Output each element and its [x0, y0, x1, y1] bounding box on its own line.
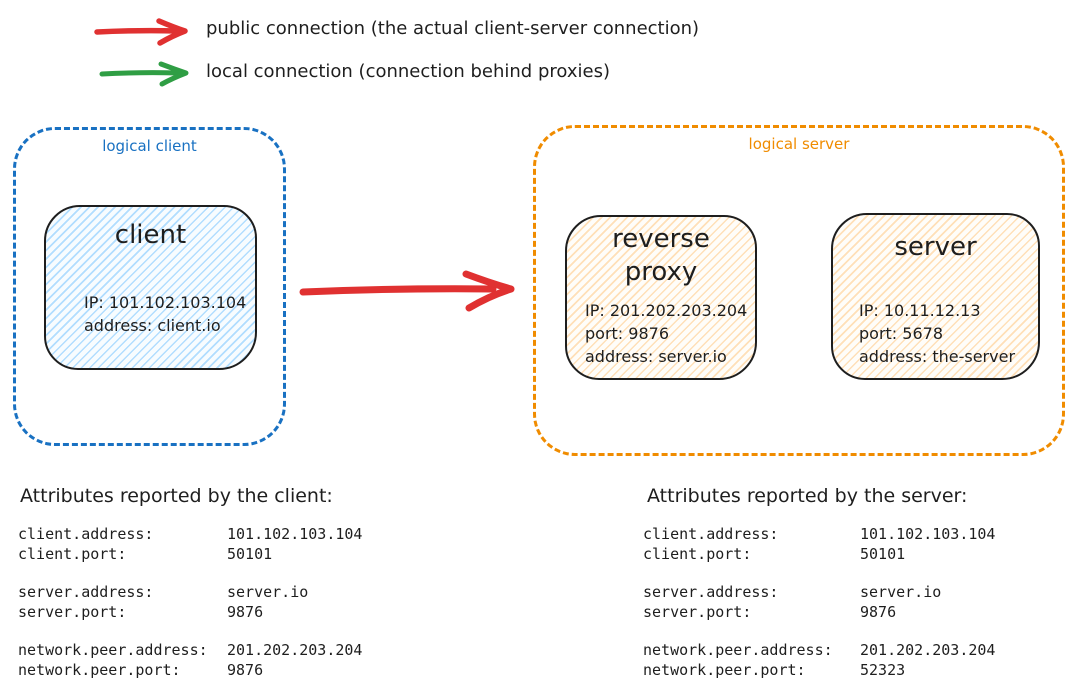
reverse-proxy-node: reverse proxy IP: 201.202.203.204 port: … — [565, 215, 757, 380]
attr-value: 201.202.203.204 — [860, 641, 996, 659]
server-attributes-heading: Attributes reported by the server: — [647, 485, 968, 507]
proxy-address: address: server.io — [585, 347, 727, 366]
reverse-proxy-node-details: IP: 201.202.203.204 port: 9876 address: … — [585, 299, 747, 368]
attr-value: 9876 — [227, 603, 264, 621]
logical-client-label: logical client — [102, 137, 197, 155]
attr-value: 50101 — [860, 545, 906, 563]
client-address: address: client.io — [84, 316, 221, 335]
server-node-title: server — [894, 232, 977, 262]
client-attr-group-client: client.address: 101.102.103.104 client.po… — [18, 524, 362, 564]
attr-row: network.peer.address: 201.202.203.204 — [18, 640, 362, 660]
attr-row: network.peer.port: 52323 — [643, 660, 995, 680]
attr-value: 52323 — [860, 661, 906, 679]
attr-key: network.peer.address: — [643, 641, 833, 659]
attr-row: server.address: server.io — [18, 582, 362, 602]
attr-value: 101.102.103.104 — [227, 525, 363, 543]
attr-key: network.peer.port: — [18, 661, 181, 679]
attr-row: client.address: 101.102.103.104 — [643, 524, 995, 544]
attr-row: network.peer.port: 9876 — [18, 660, 362, 680]
server-attributes-list: client.address: 101.102.103.104 client.po… — [643, 524, 995, 691]
server-attr-group-client: client.address: 101.102.103.104 client.po… — [643, 524, 995, 564]
local-arrow-icon — [99, 61, 189, 87]
server-port: port: 5678 — [859, 324, 943, 343]
attr-key: client.port: — [643, 545, 752, 563]
attr-row: server.port: 9876 — [643, 602, 995, 622]
attr-key: client.address: — [18, 525, 154, 543]
attr-key: client.port: — [18, 545, 127, 563]
attr-key: server.port: — [18, 603, 127, 621]
attr-value: server.io — [860, 583, 942, 601]
attr-row: server.port: 9876 — [18, 602, 362, 622]
attr-value: server.io — [227, 583, 309, 601]
attr-row: network.peer.address: 201.202.203.204 — [643, 640, 995, 660]
proxy-port: port: 9876 — [585, 324, 669, 343]
attr-row: server.address: server.io — [643, 582, 995, 602]
attr-key: network.peer.port: — [643, 661, 806, 679]
attr-value: 201.202.203.204 — [227, 641, 363, 659]
server-ip: IP: 10.11.12.13 — [859, 301, 981, 320]
attr-row: client.port: 50101 — [18, 544, 362, 564]
server-node: server IP: 10.11.12.13 port: 5678 addres… — [831, 213, 1040, 380]
attr-row: client.address: 101.102.103.104 — [18, 524, 362, 544]
logical-client-box: logical client client IP: 101.102.103.10… — [13, 127, 286, 446]
client-attributes-list: client.address: 101.102.103.104 client.po… — [18, 524, 362, 691]
client-attr-group-network-peer: network.peer.address: 201.202.203.204 net… — [18, 640, 362, 680]
attr-value: 9876 — [860, 603, 897, 621]
client-node-details: IP: 101.102.103.104 address: client.io — [84, 291, 246, 337]
reverse-proxy-node-title: reverse proxy — [612, 224, 710, 287]
attr-key: server.port: — [643, 603, 752, 621]
local-connection-label: local connection (connection behind prox… — [206, 61, 610, 82]
public-arrow-icon — [94, 18, 188, 46]
attr-value: 101.102.103.104 — [860, 525, 996, 543]
attr-key: client.address: — [643, 525, 779, 543]
server-attr-group-network-peer: network.peer.address: 201.202.203.204 net… — [643, 640, 995, 680]
client-attributes-heading: Attributes reported by the client: — [20, 485, 333, 507]
server-address: address: the-server — [859, 347, 1016, 366]
client-node-title: client — [114, 220, 187, 250]
attr-value: 50101 — [227, 545, 273, 563]
server-attr-group-server: server.address: server.io server.port: 987… — [643, 582, 995, 622]
attr-key: server.address: — [643, 583, 779, 601]
client-node: client IP: 101.102.103.104 address: clie… — [44, 205, 257, 370]
attr-key: server.address: — [18, 583, 154, 601]
attr-key: network.peer.address: — [18, 641, 208, 659]
proxy-ip: IP: 201.202.203.204 — [585, 301, 748, 320]
attr-value: 9876 — [227, 661, 264, 679]
client-ip: IP: 101.102.103.104 — [84, 293, 247, 312]
client-attr-group-server: server.address: server.io server.port: 987… — [18, 582, 362, 622]
main-connection-arrow-icon — [299, 270, 515, 312]
server-node-details: IP: 10.11.12.13 port: 5678 address: the-… — [859, 299, 1015, 368]
public-connection-label: public connection (the actual client-ser… — [206, 18, 700, 39]
logical-server-label: logical server — [748, 135, 850, 153]
attr-row: client.port: 50101 — [643, 544, 995, 564]
logical-server-box: logical server reverse proxy IP: 201.202… — [533, 125, 1065, 456]
